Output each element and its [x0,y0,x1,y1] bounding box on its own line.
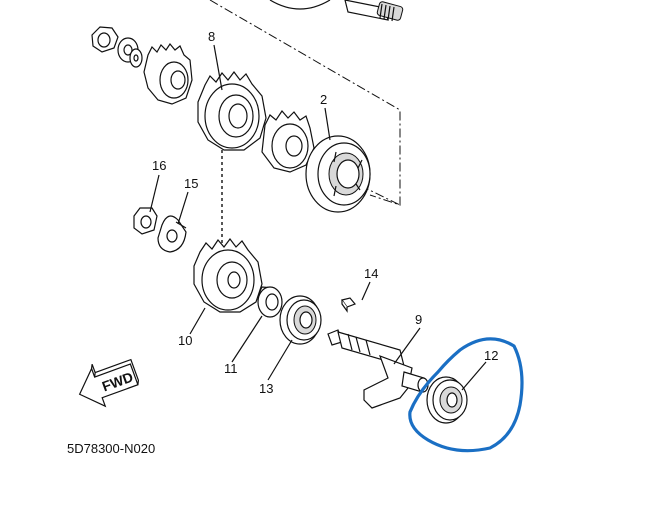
leader-lines [149,44,487,391]
part-top-shaft [269,0,404,22]
label-part-16: 16 [152,158,166,173]
part-small-gear-top [143,42,193,105]
assembly-boundary-lines [209,0,401,206]
label-part-15: 15 [184,176,198,191]
label-part-11: 11 [224,361,238,376]
label-part-2: 2 [320,92,327,107]
fwd-arrow-icon: FWD [78,358,140,408]
part-16-nut [133,207,158,235]
part-washer-top-2 [129,48,143,68]
label-part-8: 8 [208,29,215,44]
label-part-10: 10 [178,333,192,348]
part-13-bearing [279,295,322,345]
highlight-circle [408,337,524,453]
part-8-gear [197,71,267,151]
part-14-key [340,297,357,313]
part-15-lock-washer [157,215,187,253]
label-part-12: 12 [484,348,498,363]
part-10-gear [193,238,263,313]
part-small-gear-middle [261,110,315,173]
diagram-code: 5D78300-N020 [67,441,155,456]
part-9-shaft [327,329,429,409]
label-part-9: 9 [415,312,422,327]
label-part-13: 13 [259,381,273,396]
label-part-14: 14 [364,266,378,281]
part-2-bearing [305,135,371,213]
part-11-collar [257,286,283,318]
part-12-bearing [426,376,468,424]
part-nut-top [91,26,119,53]
